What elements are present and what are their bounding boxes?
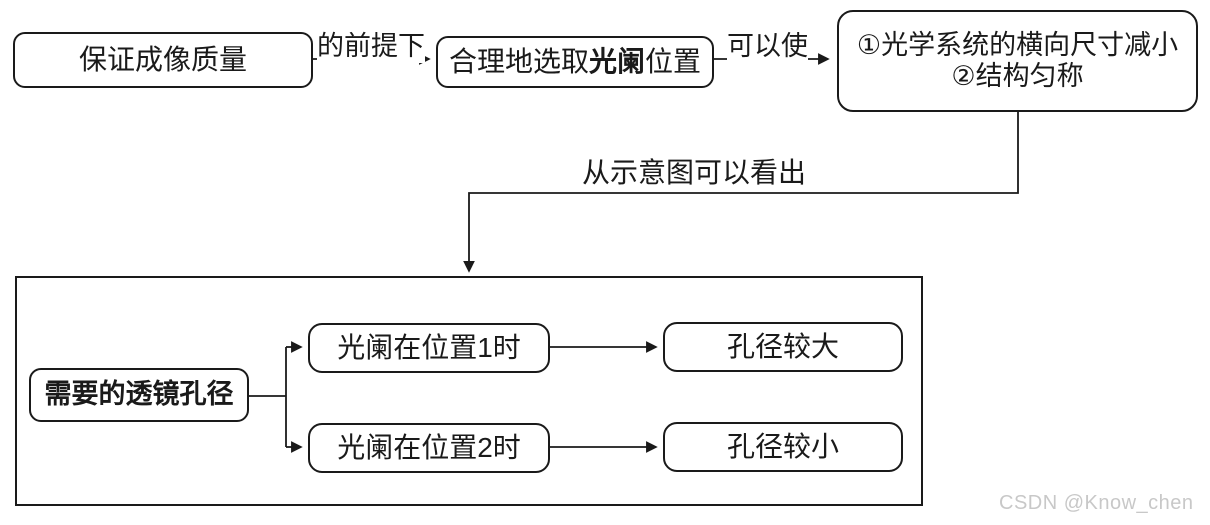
watermark-text: CSDN @Know_chen <box>999 492 1194 514</box>
node-aperture-smaller: 孔径较小 <box>663 422 903 472</box>
edge-label-enables: 可以使 <box>727 24 808 63</box>
node-image-quality: 保证成像质量 <box>13 32 313 88</box>
node-select-prefix: 合理地选取 <box>448 45 589 77</box>
schematic-group-container <box>15 276 923 506</box>
node-stop-position-2: 光阑在位置2时 <box>308 423 550 473</box>
node-benefits-line1: ①光学系统的横向尺寸减小 <box>856 29 1179 60</box>
node-benefits: ①光学系统的横向尺寸减小 ②结构匀称 <box>837 10 1198 112</box>
edge-label-premise: 的前提下 <box>317 24 425 63</box>
edge-benefits-to-container <box>463 112 1019 273</box>
node-required-lens-aperture: 需要的透镜孔径 <box>29 368 249 422</box>
connector-label-schematic: 从示意图可以看出 <box>582 151 807 191</box>
node-select-stop-position: 合理地选取光阑位置 <box>436 36 714 88</box>
node-aperture-larger: 孔径较大 <box>663 322 903 372</box>
node-select-suffix: 位置 <box>645 45 702 77</box>
node-benefits-line2: ②结构匀称 <box>951 61 1084 91</box>
node-select-bold-term: 光阑 <box>588 45 645 77</box>
node-stop-position-1: 光阑在位置1时 <box>308 323 550 373</box>
